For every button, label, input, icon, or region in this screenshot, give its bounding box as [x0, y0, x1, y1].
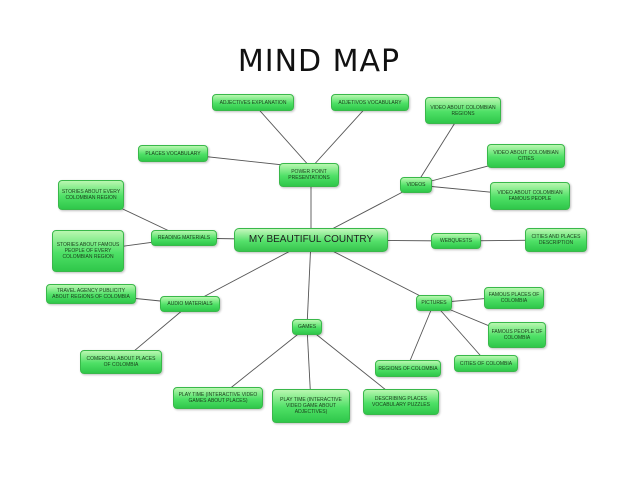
node-describing-places: DESCRIBING PLACES VOCABULARY PUZZLES — [363, 389, 439, 415]
node-webquests: WEBQUESTS — [431, 233, 481, 249]
node-comercial: COMERCIAL ABOUT PLACES OF COLOMBIA — [80, 350, 162, 374]
node-cities-of-colombia: CITIES OF COLOMBIA — [454, 355, 518, 372]
node-travel-agency: TRAVEL AGENCY PUBLICITY ABOUT REGIONS OF… — [46, 284, 136, 304]
node-video-famous-people: VIDEO ABOUT COLOMBIAN FAMOUS PEOPLE — [490, 182, 570, 210]
node-regions-of-colombia: REGIONS OF COLOMBIA — [375, 360, 441, 377]
node-adjectives-explanation: ADJECTIVES EXPLANATION — [212, 94, 294, 111]
node-play-time-places: PLAY TIME (INTERACTIVE VIDEO GAMES ABOUT… — [173, 387, 263, 409]
link-center-games — [306, 239, 312, 328]
node-famous-places: FAMOUS PLACES OF COLOMBIA — [484, 287, 544, 309]
node-videos: VIDEOS — [400, 177, 432, 193]
node-reading-materials: READING MATERIALS — [151, 230, 217, 246]
node-play-time-adjectives: PLAY TIME (INTERACTIVE VIDEO GAME ABOUT … — [272, 389, 350, 423]
node-famous-people: FAMOUS PEOPLE OF COLOMBIA — [488, 322, 546, 348]
center-node-my-beautiful-country: MY BEAUTIFUL COUNTRY — [234, 228, 388, 252]
node-stories-regions: STORIES ABOUT EVERY COLOMBIAN REGION — [58, 180, 124, 210]
node-stories-famous-people: STORIES ABOUT FAMOUS PEOPLE OF EVERY COL… — [52, 230, 124, 272]
node-power-point: POWER POINT PRESENTATIONS — [279, 163, 339, 187]
node-games: GAMES — [292, 319, 322, 335]
node-cities-description: CITIES AND PLACES DESCRIPTION — [525, 228, 587, 252]
node-video-regions: VIDEO ABOUT COLOMBIAN REGIONS — [425, 97, 501, 124]
node-places-vocabulary: PLACES VOCABULARY — [138, 145, 208, 162]
node-pictures: PICTURES — [416, 295, 452, 311]
node-adjectives-vocabulary: ADJETIVOS VOCABULARY — [331, 94, 409, 111]
node-video-cities: VIDEO ABOUT COLOMBIAN CITIES — [487, 144, 565, 168]
node-audio-materials: AUDIO MATERIALS — [160, 296, 220, 312]
page-title: MIND MAP — [237, 44, 401, 79]
